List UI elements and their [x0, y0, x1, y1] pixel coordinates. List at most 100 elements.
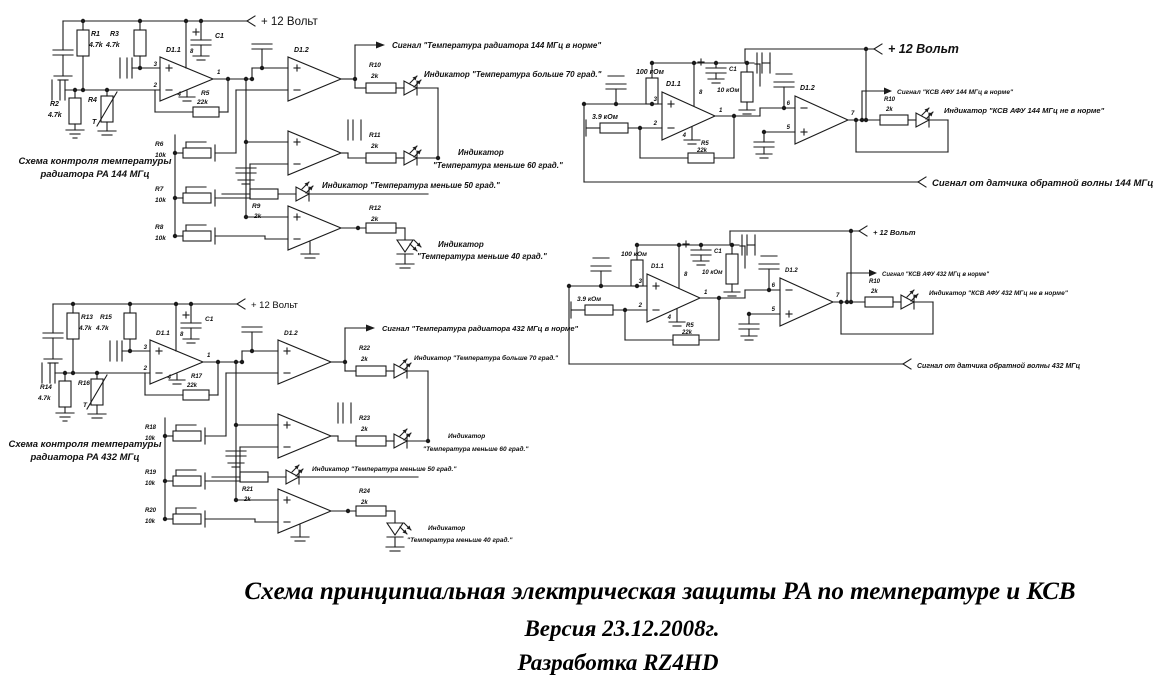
power-label: + 12 Вольт: [888, 42, 959, 56]
temp432-caption1: Схема контроля температуры: [9, 439, 162, 450]
pin-8: 8: [180, 332, 184, 338]
opamp-d11-label: D1.1: [666, 81, 681, 88]
pin-3: 3: [639, 279, 643, 285]
resistor-r9-value: 2k: [253, 213, 262, 220]
schematic-author: Разработка RZ4HD: [517, 650, 719, 675]
resistor-r1-value: 4.7k: [88, 42, 104, 49]
temp432-ind60-label2: "Температура меньше 60 град.": [423, 445, 529, 453]
resistor-r18-label: R18: [145, 425, 157, 431]
resistor-r10-value: 2k: [870, 289, 878, 295]
resistor-r11-value: 2k: [370, 143, 379, 150]
opamp-d12-label: D1.2: [800, 85, 815, 92]
capacitor-c1-label: C1: [729, 67, 737, 73]
resistor-r12-label: R12: [369, 205, 381, 212]
pin-2: 2: [653, 121, 658, 127]
resistor-r7-value: 10k: [155, 197, 166, 204]
pin-3: 3: [144, 345, 148, 351]
power-label: + 12 Вольт: [261, 16, 319, 28]
resistor-39k-label: 3.9 кОм: [592, 114, 619, 121]
pin-2: 2: [153, 83, 158, 89]
resistor-r24-value: 2k: [360, 500, 368, 506]
opamp-d12-label: D1.2: [284, 330, 298, 337]
resistor-100k-label: 100 кОм: [621, 251, 647, 258]
resistor-r23-label: R23: [359, 416, 371, 422]
resistor-r5-label: R5: [201, 90, 210, 97]
pin-4: 4: [177, 92, 182, 98]
pin-1: 1: [704, 290, 708, 296]
temp144-signal-label: Сигнал "Температура радиатора 144 МГц в …: [392, 41, 601, 50]
resistor-r5-label: R5: [686, 323, 694, 329]
resistor-r12-value: 2k: [370, 216, 379, 223]
pin-3: 3: [654, 97, 658, 103]
pin-8: 8: [699, 90, 703, 96]
resistor-r1-label: R1: [91, 31, 100, 38]
resistor-r8-label: R8: [155, 224, 164, 231]
temp432-ind40-label: Индикатор: [428, 524, 465, 532]
temp432-ind50-label: Индикатор "Температура меньше 50 град.": [312, 465, 457, 473]
temp144-caption2: радиатора PA 144 МГц: [39, 169, 149, 180]
resistor-r4-t: T: [92, 119, 97, 126]
opamp-d12-label: D1.2: [294, 47, 309, 54]
resistor-r19-label: R19: [145, 470, 157, 476]
resistor-r8-value: 10k: [155, 235, 166, 242]
resistor-r17-label: R17: [191, 374, 203, 380]
temp432-ind70-label: Индикатор "Температура больше 70 град.": [414, 354, 559, 362]
pin-1: 1: [719, 108, 723, 114]
resistor-39k-label: 3.9 кОм: [577, 296, 601, 303]
temp144-caption1: Схема контроля температуры: [19, 156, 172, 167]
temp432-ind60-label: Индикатор: [448, 432, 485, 440]
pin-6: 6: [787, 101, 791, 107]
resistor-r11-label: R11: [369, 132, 381, 139]
opamp-d12-label: D1.2: [785, 268, 798, 274]
resistor-10k-label: 10 кОм: [702, 270, 723, 276]
resistor-r15-label: R15: [100, 314, 112, 321]
temp144-ind60-label: Индикатор: [458, 148, 504, 157]
capacitor-c1-label: C1: [714, 249, 722, 255]
resistor-r7-label: R7: [155, 186, 164, 193]
temp144-ind40-label2: "Температура меньше 40 град.": [417, 252, 547, 261]
swr432-indicator-label: Индикатор "КСВ АФУ 432 МГц не в норме": [929, 289, 1069, 297]
temp144-ind40-label: Индикатор: [438, 240, 484, 249]
pin-2: 2: [638, 303, 643, 309]
resistor-r14-value: 4.7k: [37, 395, 51, 402]
resistor-r22-label: R22: [359, 346, 371, 352]
swr144-indicator-label: Индикатор "КСВ АФУ 144 МГц не в норме": [944, 106, 1105, 115]
schematic-title: Схема принципиальная электрическая защит…: [244, 578, 1075, 605]
resistor-r18-value: 10k: [145, 436, 156, 442]
swr144-circuit: [582, 44, 948, 187]
resistor-r3-value: 4.7k: [105, 42, 121, 49]
resistor-r21-label: R21: [242, 487, 254, 493]
title-block: Схема принципиальная электрическая защит…: [244, 578, 1075, 675]
resistor-r24-label: R24: [359, 489, 371, 495]
resistor-r16-t: T: [83, 402, 88, 409]
resistor-r6-value: 10k: [155, 152, 166, 159]
resistor-r9-label: R9: [252, 203, 261, 210]
resistor-r10-label: R10: [884, 97, 896, 103]
resistor-100k-label: 100 кОм: [636, 69, 665, 76]
temp144-circuit: [52, 16, 440, 268]
resistor-r15-value: 4.7k: [95, 325, 109, 332]
pin-7: 7: [851, 111, 855, 117]
pin-4: 4: [167, 375, 172, 381]
resistor-r22-value: 2k: [360, 357, 368, 363]
resistor-r19-value: 10k: [145, 481, 156, 487]
swr144-labels: + 12 Вольт Сигнал "КСВ АФУ 144 МГц в нор…: [592, 42, 1153, 189]
pin-4: 4: [667, 315, 672, 321]
resistor-r10-value: 2k: [370, 73, 379, 80]
temp432-labels: + 12 Вольт Сигнал "Температура радиатора…: [9, 300, 579, 544]
resistor-r5-value: 22k: [196, 99, 208, 106]
resistor-10k-label: 10 кОм: [717, 87, 739, 94]
pin-6: 6: [772, 283, 776, 289]
swr432-signal-label: Сигнал "КСВ АФУ 432 МГц в норме": [882, 272, 989, 278]
swr144-reverse-label: Сигнал от датчика обратной волны 144 МГц: [932, 178, 1153, 189]
pin-5: 5: [772, 307, 776, 313]
pin-8: 8: [190, 49, 194, 55]
swr432-reverse-label: Сигнал от датчика обратной волны 432 МГц: [917, 362, 1081, 370]
resistor-r10-label: R10: [869, 279, 881, 285]
resistor-r23-value: 2k: [360, 427, 368, 433]
opamp-d11-label: D1.1: [651, 264, 664, 270]
schematic-version: Версия 23.12.2008г.: [523, 616, 719, 641]
pin-2: 2: [143, 366, 148, 372]
